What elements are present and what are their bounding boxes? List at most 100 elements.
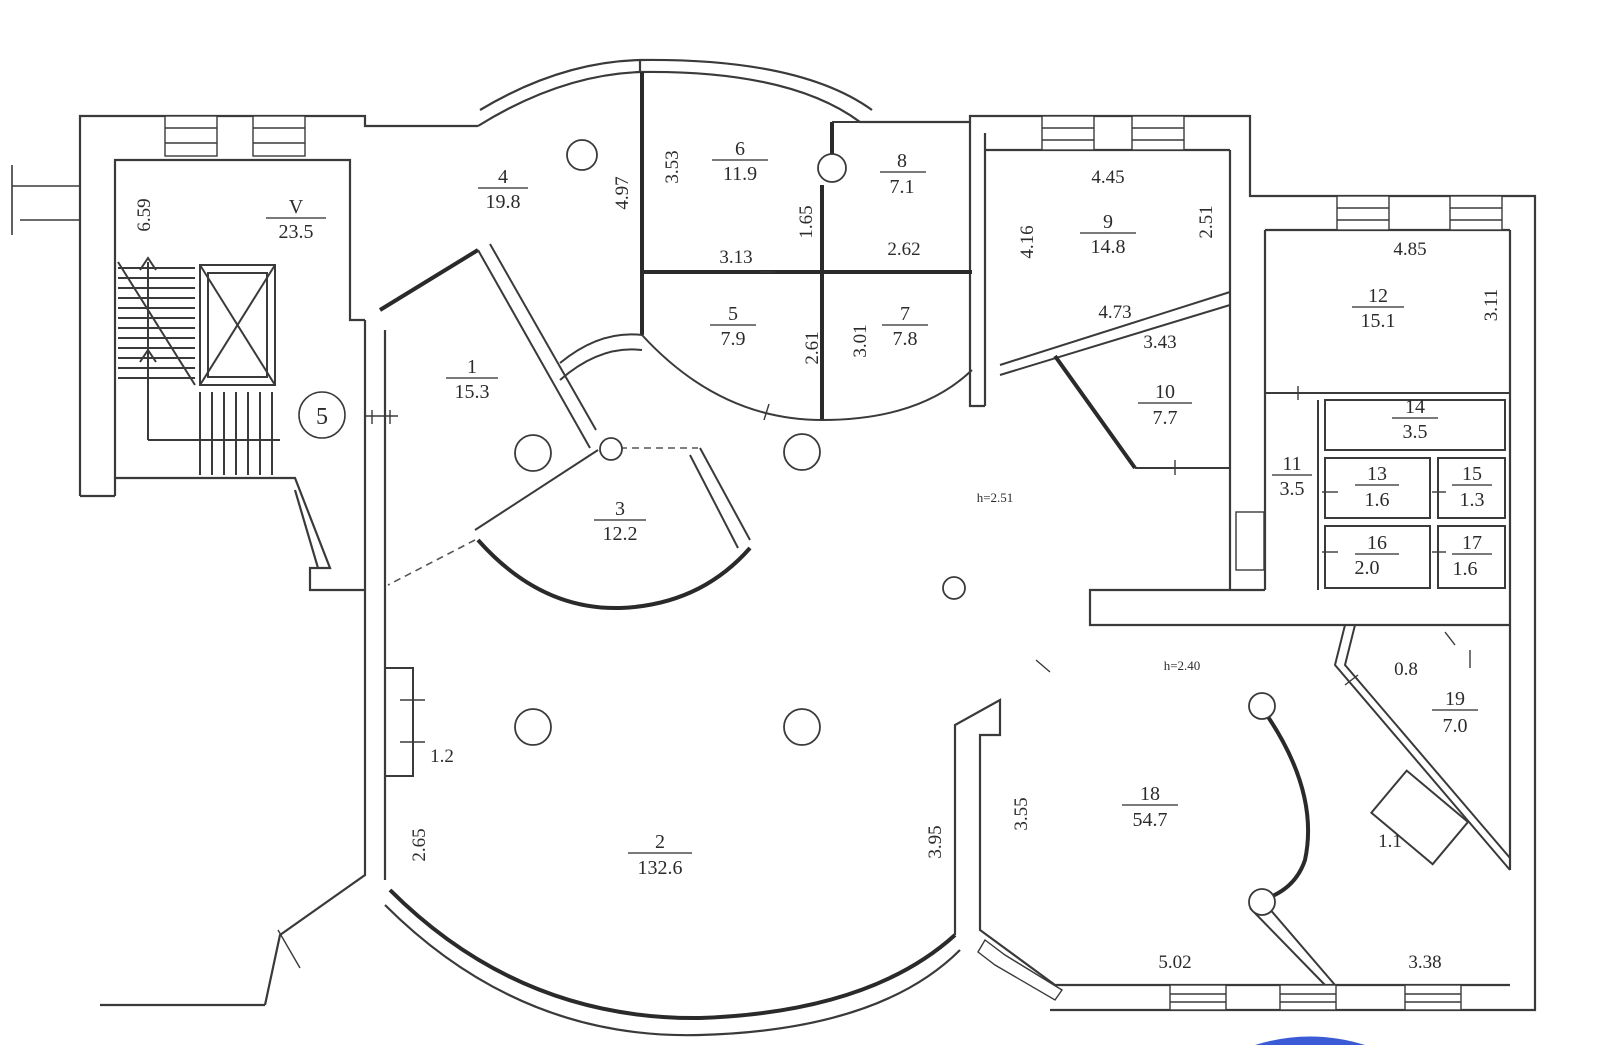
stair-inner-wall	[113, 158, 365, 496]
room-number: 4	[498, 166, 508, 188]
room-number: 8	[897, 150, 907, 172]
outer-walls	[11, 58, 1537, 1037]
dimension-labels: 6.59 4.97 3.53 1.65 3.13 2.62 4.45 4.16 …	[134, 150, 1502, 973]
room-label-7: 7 7.8	[882, 303, 928, 350]
room-area: 7.9	[721, 328, 746, 350]
room-number: 16	[1367, 532, 1387, 554]
dimension-label: 3.43	[1143, 332, 1176, 353]
dimension-label: 4.16	[1017, 225, 1038, 258]
dimension-label: 4.73	[1098, 302, 1131, 323]
room-area: 23.5	[279, 221, 314, 243]
room-area: 11.9	[723, 163, 757, 185]
room-number: 7	[900, 303, 910, 325]
room-area: 1.6	[1453, 558, 1478, 580]
room-number: 10	[1155, 381, 1175, 403]
dimension-label: 3.13	[719, 247, 752, 268]
room-number: 18	[1140, 783, 1160, 805]
room-area: 7.7	[1153, 407, 1178, 429]
room-label-13: 13 1.6	[1355, 463, 1399, 511]
room-area: 3.5	[1280, 478, 1305, 500]
column	[599, 437, 623, 461]
column	[1248, 888, 1276, 916]
columns	[514, 139, 1276, 916]
dimension-label: 1.65	[796, 205, 817, 238]
column	[942, 576, 966, 600]
room-number: 15	[1462, 463, 1482, 485]
room-area: 7.1	[890, 176, 915, 198]
room-area: 19.8	[486, 191, 521, 213]
room-area: 15.3	[455, 381, 490, 403]
room-labels: V 23.5 4 19.8 6 11.9 8 7.1 9 14.8 12 15.…	[266, 138, 1492, 879]
room-area: 132.6	[638, 857, 683, 879]
room-label-4: 4 19.8	[478, 166, 528, 213]
room-area: 1.6	[1365, 489, 1390, 511]
room-area: 15.1	[1361, 310, 1396, 332]
room-number: 13	[1367, 463, 1387, 485]
room-label-16: 16 2.0	[1355, 532, 1399, 579]
staircase: 5	[115, 256, 365, 592]
dimension-label: 3.38	[1408, 952, 1441, 973]
column	[514, 434, 552, 472]
room-area: 1.3	[1460, 489, 1485, 511]
dimension-label: 0.8	[1394, 659, 1418, 680]
room-area: 2.0	[1355, 557, 1380, 579]
dimension-label: 3.11	[1481, 289, 1502, 322]
room-label-15: 15 1.3	[1452, 463, 1492, 511]
partitions	[378, 72, 1511, 986]
room-label-12: 12 15.1	[1352, 285, 1404, 332]
dimension-label: 4.85	[1393, 239, 1426, 260]
room-number: 6	[735, 138, 745, 160]
column	[514, 708, 552, 746]
room-area: 54.7	[1133, 809, 1168, 831]
room-label-8: 8 7.1	[880, 150, 926, 198]
room-area: 12.2	[603, 523, 638, 545]
dimension-label: 4.45	[1091, 167, 1124, 188]
room-number: 2	[655, 831, 665, 853]
dimension-label: 2.62	[887, 239, 920, 260]
room-label-11: 11 3.5	[1272, 453, 1312, 500]
dimension-label: 1.2	[430, 746, 454, 767]
dimension-label: 2.51	[1196, 205, 1217, 238]
dimension-label: 2.65	[409, 828, 430, 861]
room-area: 14.8	[1091, 236, 1126, 258]
room-label-9: 9 14.8	[1080, 211, 1136, 258]
door-marks	[365, 271, 1471, 743]
room-label-3: 3 12.2	[594, 498, 646, 545]
room-number: 5	[728, 303, 738, 325]
windows	[164, 115, 1503, 1011]
room-number: 9	[1103, 211, 1113, 233]
dimension-label: 1.1	[1378, 831, 1402, 852]
column	[566, 139, 598, 171]
ceiling-height-label: h=2.40	[1164, 658, 1201, 673]
room-label-18: 18 54.7	[1122, 783, 1178, 831]
room-number: 3	[615, 498, 625, 520]
room-label-2: 2 132.6	[628, 831, 692, 879]
column	[783, 708, 821, 746]
room-number: 1	[467, 356, 477, 378]
column	[817, 153, 847, 183]
room-label-17: 17 1.6	[1452, 532, 1492, 580]
room-label-14: 14 3.5	[1392, 396, 1438, 443]
room-number: V	[289, 196, 304, 218]
room-area: 7.8	[893, 328, 918, 350]
height-labels: h=2.51 h=2.40	[977, 490, 1201, 673]
ceiling-height-label: h=2.51	[977, 490, 1014, 505]
room-number: 14	[1405, 396, 1425, 418]
dimension-label: 3.55	[1011, 797, 1032, 830]
room-label-5: 5 7.9	[710, 303, 756, 350]
dimension-label: 3.95	[925, 825, 946, 858]
stair-marker-circle	[298, 391, 346, 439]
room-label-V: V 23.5	[266, 196, 326, 243]
elevator-shaft	[199, 264, 276, 386]
room-number: 19	[1445, 688, 1465, 710]
room-number: 12	[1368, 285, 1388, 307]
room-number: 17	[1462, 532, 1482, 554]
dimension-label: 3.01	[850, 324, 871, 357]
room-area: 7.0	[1443, 715, 1468, 737]
room-number: 11	[1282, 453, 1301, 475]
dimension-label: 2.61	[802, 331, 823, 364]
room-label-10: 10 7.7	[1138, 381, 1192, 429]
dimension-label: 3.53	[662, 150, 683, 183]
